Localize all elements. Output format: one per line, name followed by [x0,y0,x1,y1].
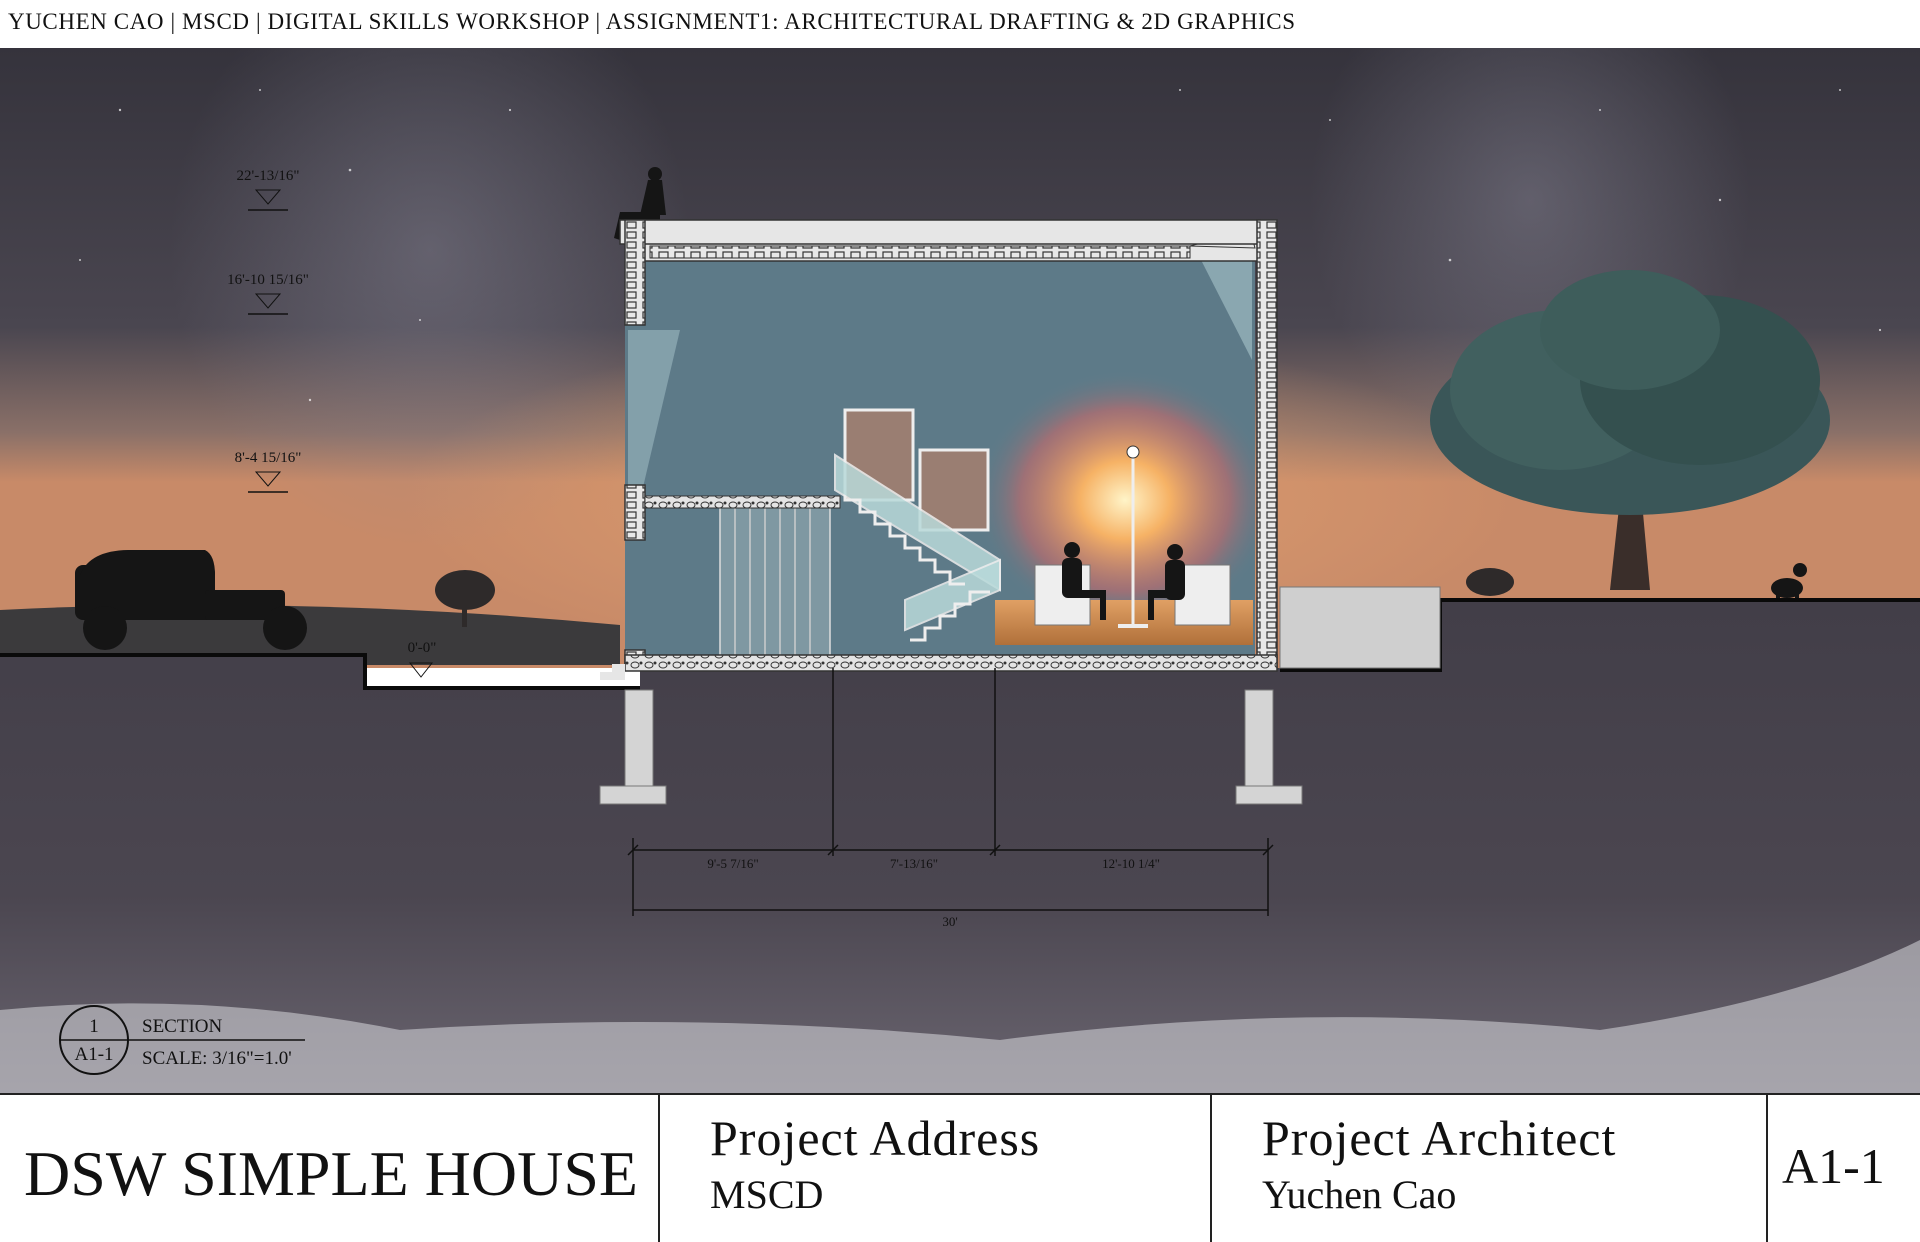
elevation-markers: 22'-13/16" 16'-10 15/16" 8'-4 15/16" 0'-… [227,168,437,678]
right-wall [1256,219,1278,669]
roof-insulation [649,245,1191,259]
project-address-label: Project Address [710,1110,1041,1166]
parapet [619,219,1261,245]
ground-mist [0,940,1920,1093]
sheet-header: YUCHEN CAO | MSCD | DIGITAL SKILLS WORKS… [0,0,1920,49]
elevation-label-upper: 16'-10 15/16" [227,272,309,288]
elevation-label-mid: 8'-4 15/16" [235,450,302,466]
section-tag-title: SECTION [142,1016,223,1037]
ground-mass [0,600,1920,1093]
sheet-number: A1-1 [1782,1138,1885,1194]
project-address-value: MSCD [710,1172,824,1217]
title-block: DSW SIMPLE HOUSE Project Address MSCD Pr… [0,1093,1920,1242]
vertical-screen [719,504,831,661]
elevation-label-roof: 22'-13/16" [237,168,300,184]
elevation-label-ground: 0'-0" [408,640,437,656]
project-architect-label: Project Architect [1262,1110,1617,1166]
light-beam-right [1200,258,1252,360]
upper-door-right [918,448,990,532]
section-tag-number: 1 [89,1016,99,1037]
dimension-total: 30' [942,914,957,929]
left-wall-upper [624,219,646,326]
light-beam-left [628,330,680,500]
title-block-architect: Project Architect Yuchen Cao [1212,1095,1768,1242]
mezzanine-slab [644,495,841,509]
project-name: DSW SIMPLE HOUSE [24,1138,638,1209]
ground-slab [624,654,1278,672]
oak-tree [1430,270,1830,590]
staircase [834,453,1001,642]
section-tag: 1 A1-1 SECTION SCALE: 3/16"=1.0' [59,1005,305,1075]
dimension-lines [627,668,1274,916]
distant-bush [1466,568,1514,596]
dimension-label-1: 9'-5 7/16" [707,856,758,871]
car-silhouette [75,550,307,650]
floor-lamp [1118,445,1148,628]
foundations [599,689,1303,805]
dimension-labels: 9'-5 7/16" 7'-13/16" 12'-10 1/4" 30' [707,856,1160,929]
title-block-address: Project Address MSCD [660,1095,1212,1242]
people-silhouettes [614,167,1185,620]
title-block-project: DSW SIMPLE HOUSE [0,1095,660,1242]
dimension-label-3: 12'-10 1/4" [1102,856,1160,871]
distant-tree [435,570,495,627]
header-title: YUCHEN CAO | MSCD | DIGITAL SKILLS WORKS… [8,9,1296,34]
entry-steps [580,664,625,680]
ground-line-left [0,653,640,690]
terrace-slab [1279,586,1441,669]
title-block-sheet: A1-1 [1768,1095,1920,1242]
project-architect-value: Yuchen Cao [1262,1172,1457,1217]
dimension-label-2: 7'-13/16" [890,856,938,871]
section-drawing: 9'-5 7/16" 7'-13/16" 12'-10 1/4" 30' 22'… [0,48,1920,1093]
left-wall-mid [624,484,646,541]
stars [79,89,1882,402]
section-tag-scale: SCALE: 3/16"=1.0' [142,1048,292,1069]
section-drawing-svg: 9'-5 7/16" 7'-13/16" 12'-10 1/4" 30' 22'… [0,48,1920,1093]
section-tag-sheet: A1-1 [74,1044,113,1065]
dog-silhouette [1771,563,1807,598]
